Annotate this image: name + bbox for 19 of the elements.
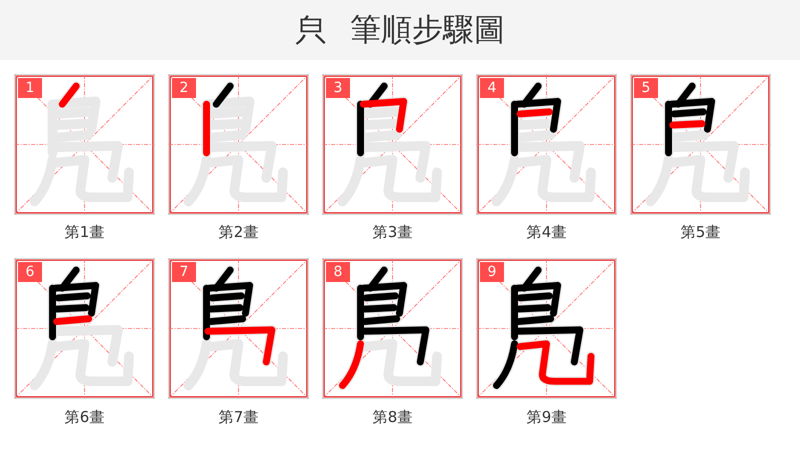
step-number: 4 [480,78,504,98]
step-number: 5 [634,78,658,98]
step-caption: 第8畫 [372,407,412,427]
step-caption: 第5畫 [680,222,720,242]
step-number: 7 [172,262,196,282]
step-number: 6 [18,262,42,282]
step-number: 3 [326,78,350,98]
step-number: 9 [480,262,504,282]
step-caption: 第9畫 [526,407,566,427]
step-number: 2 [172,78,196,98]
step-caption: 第2畫 [218,222,258,242]
step-caption: 第4畫 [526,222,566,242]
step-number: 1 [18,78,42,98]
step-caption: 第3畫 [372,222,412,242]
step-caption: 第6畫 [64,407,104,427]
page-title: 㒵 筆順步驟圖 [295,11,505,50]
step-number: 8 [326,262,350,282]
step-caption: 第7畫 [218,407,258,427]
step-caption: 第1畫 [64,222,104,242]
